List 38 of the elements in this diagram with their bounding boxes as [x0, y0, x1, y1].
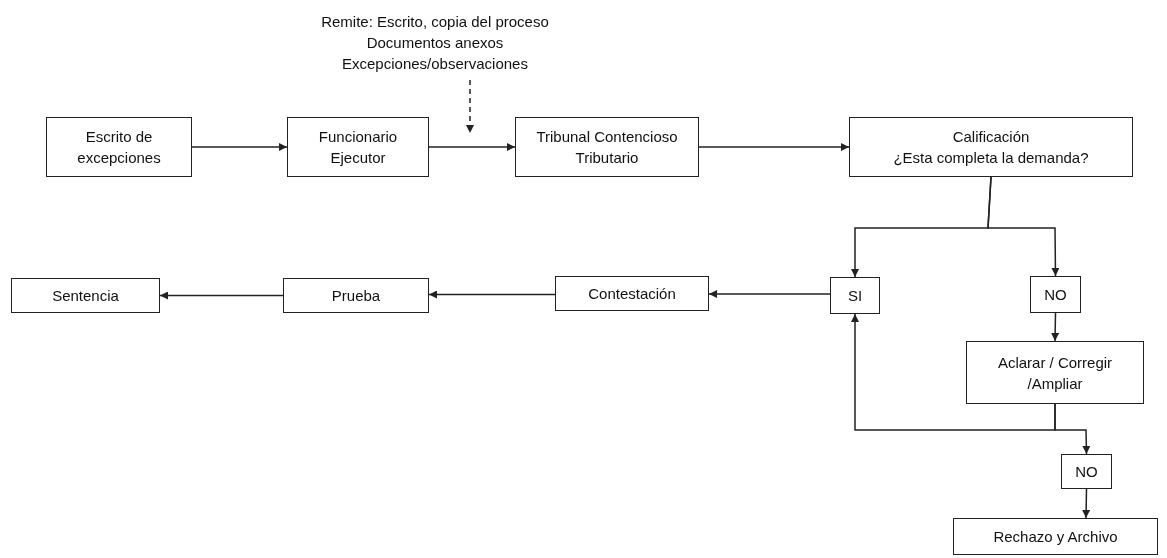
process-box	[830, 277, 880, 314]
process-box	[515, 117, 699, 177]
process-box	[283, 278, 429, 313]
box-label: NO	[1044, 285, 1067, 305]
box-label: NO	[1075, 462, 1098, 482]
arrow	[851, 313, 1056, 431]
box-label: Remite: Escrito, copia del proceso Documentos anexos Excepciones/observaciones	[320, 11, 550, 74]
arrow	[428, 290, 556, 299]
arrow	[708, 290, 831, 298]
process-box	[287, 117, 429, 177]
box-label: Calificación	[952, 127, 1030, 147]
process-box	[966, 341, 1144, 404]
box-label: Rechazo y Archivo	[993, 527, 1118, 547]
arrow	[428, 143, 516, 151]
box-label: Contestación	[588, 284, 676, 304]
arrow	[1051, 312, 1060, 342]
box-label: SI	[847, 286, 863, 306]
process-box	[555, 276, 709, 311]
arrow	[698, 143, 850, 151]
box-label: Sentencia	[52, 286, 119, 306]
arrow	[191, 143, 288, 151]
process-box	[46, 117, 192, 177]
process-box	[11, 278, 160, 313]
arrow	[159, 291, 284, 300]
box-label: Prueba	[331, 286, 381, 306]
process-box	[953, 518, 1158, 555]
box-label: Escrito de excepciones	[76, 127, 162, 168]
dashed-arrow	[466, 79, 474, 134]
process-box	[1061, 454, 1112, 489]
box-label: Tribunal Contencioso Tributario	[535, 127, 679, 168]
box-label: Funcionario Ejecutor	[317, 127, 399, 168]
arrow	[1082, 488, 1091, 519]
box-label: Aclarar / Corregir /Ampliar	[996, 352, 1114, 394]
arrow	[1054, 403, 1091, 455]
process-box	[849, 117, 1133, 177]
box-label: ¿Esta completa la demanda?	[893, 148, 1089, 168]
arrow	[987, 176, 1060, 277]
process-box	[1030, 276, 1081, 313]
